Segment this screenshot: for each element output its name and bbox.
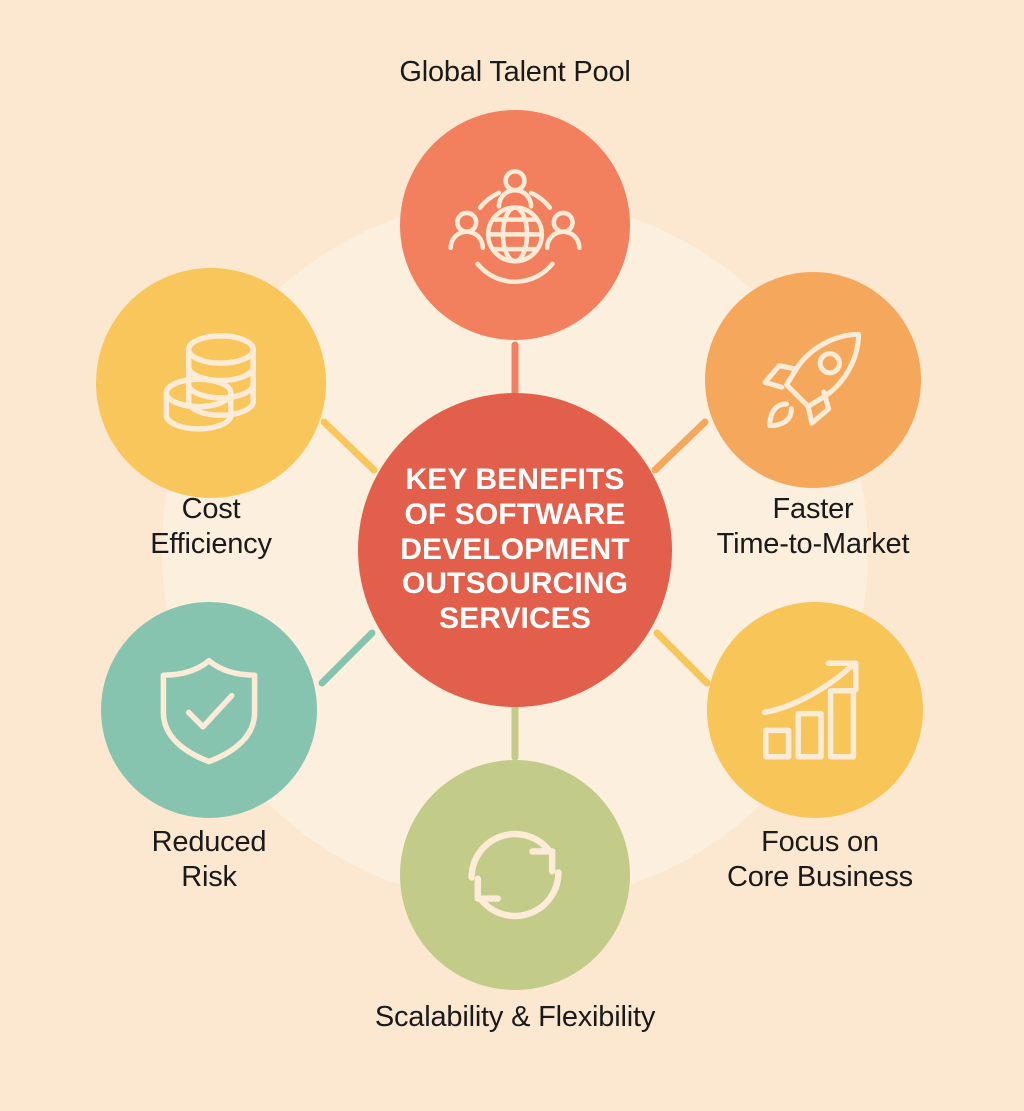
rocket-icon xyxy=(753,320,873,440)
globe-people-icon xyxy=(448,158,582,292)
node-focus-on-core-business[interactable] xyxy=(707,602,923,818)
hub-title: KEY BENEFITS OF SOFTWARE DEVELOPMENT OUT… xyxy=(400,463,630,636)
label-scalability-and-flexibility: Scalability & Flexibility xyxy=(374,1001,656,1033)
refresh-cycle-icon xyxy=(453,813,577,937)
label-cost-efficiency: Cost Efficiency xyxy=(150,493,272,561)
growth-chart-icon xyxy=(755,650,875,770)
stacked-coins-icon xyxy=(149,321,273,445)
center-hub: KEY BENEFITS OF SOFTWARE DEVELOPMENT OUT… xyxy=(358,393,672,707)
node-faster-time-to-market[interactable] xyxy=(705,272,921,488)
node-global-talent-pool[interactable] xyxy=(400,110,630,340)
shield-check-icon xyxy=(149,650,269,770)
node-reduced-risk[interactable] xyxy=(101,602,317,818)
label-global-talent-pool: Global Talent Pool xyxy=(399,56,631,88)
label-faster-time-to-market: Faster Time-to-Market xyxy=(716,493,910,561)
label-focus-on-core-business: Focus on Core Business xyxy=(727,826,913,894)
node-scalability-and-flexibility[interactable] xyxy=(400,760,630,990)
node-cost-efficiency[interactable] xyxy=(96,268,326,498)
label-reduced-risk: Reduced Risk xyxy=(151,826,267,894)
